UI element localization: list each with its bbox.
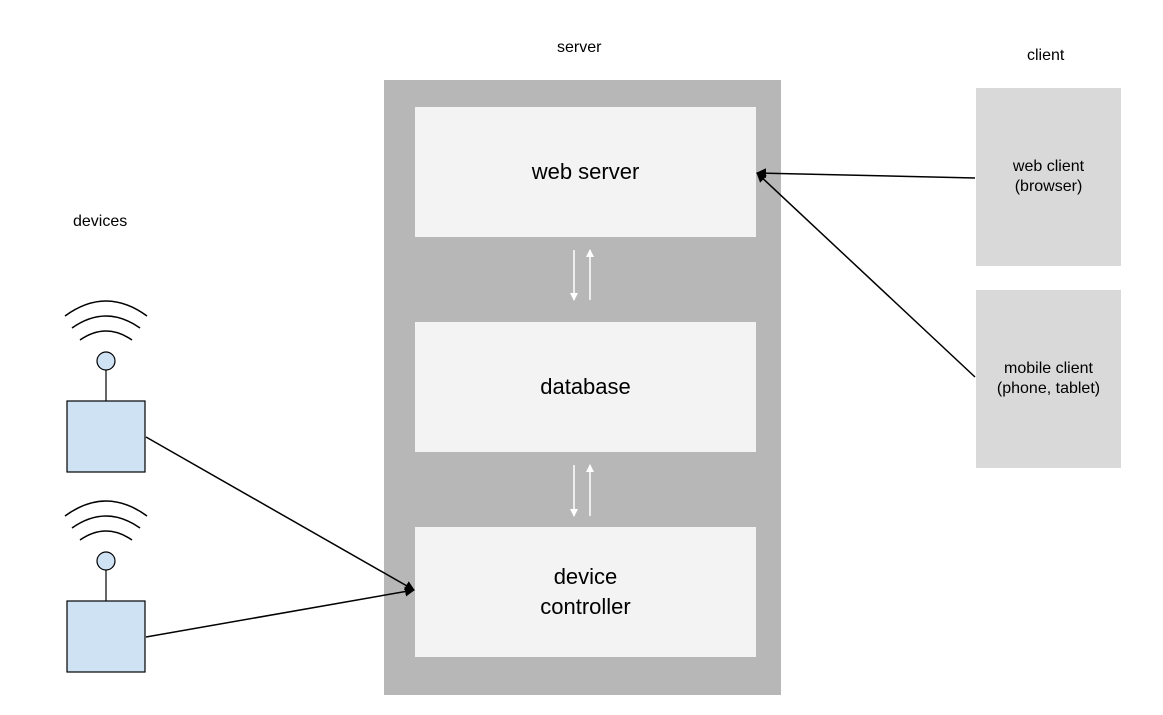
device-2-connector [145, 586, 415, 638]
web-server-box: web server [415, 107, 756, 237]
device-1-connector [145, 436, 415, 591]
wireless-device-icon [64, 500, 148, 673]
web-server-label: web server [531, 159, 640, 184]
mobile-client-box: mobile client (phone, tablet) [976, 290, 1121, 468]
web-client-box: web client (browser) [976, 88, 1121, 266]
database-controller-arrows [570, 464, 594, 517]
device-controller-label-line1: device [553, 564, 618, 589]
mobile-client-connector [756, 172, 976, 378]
device-controller-label-line2: controller [540, 594, 631, 619]
database-box: database [415, 322, 756, 452]
webserver-database-arrows [570, 249, 594, 301]
database-label: database [540, 374, 631, 399]
mobile-client-label-line1: mobile client [1004, 360, 1093, 377]
devices-label: devices [73, 213, 128, 230]
web-client-label-line2: (browser) [1014, 178, 1083, 195]
device-controller-box: device controller [415, 527, 756, 657]
web-client-label-line1: web client [1012, 158, 1085, 175]
client-label: client [1027, 47, 1065, 64]
server-label: server [557, 39, 602, 56]
web-client-connector [756, 168, 976, 179]
mobile-client-label-line2: (phone, tablet) [996, 380, 1101, 397]
wireless-device-icon [64, 300, 148, 473]
